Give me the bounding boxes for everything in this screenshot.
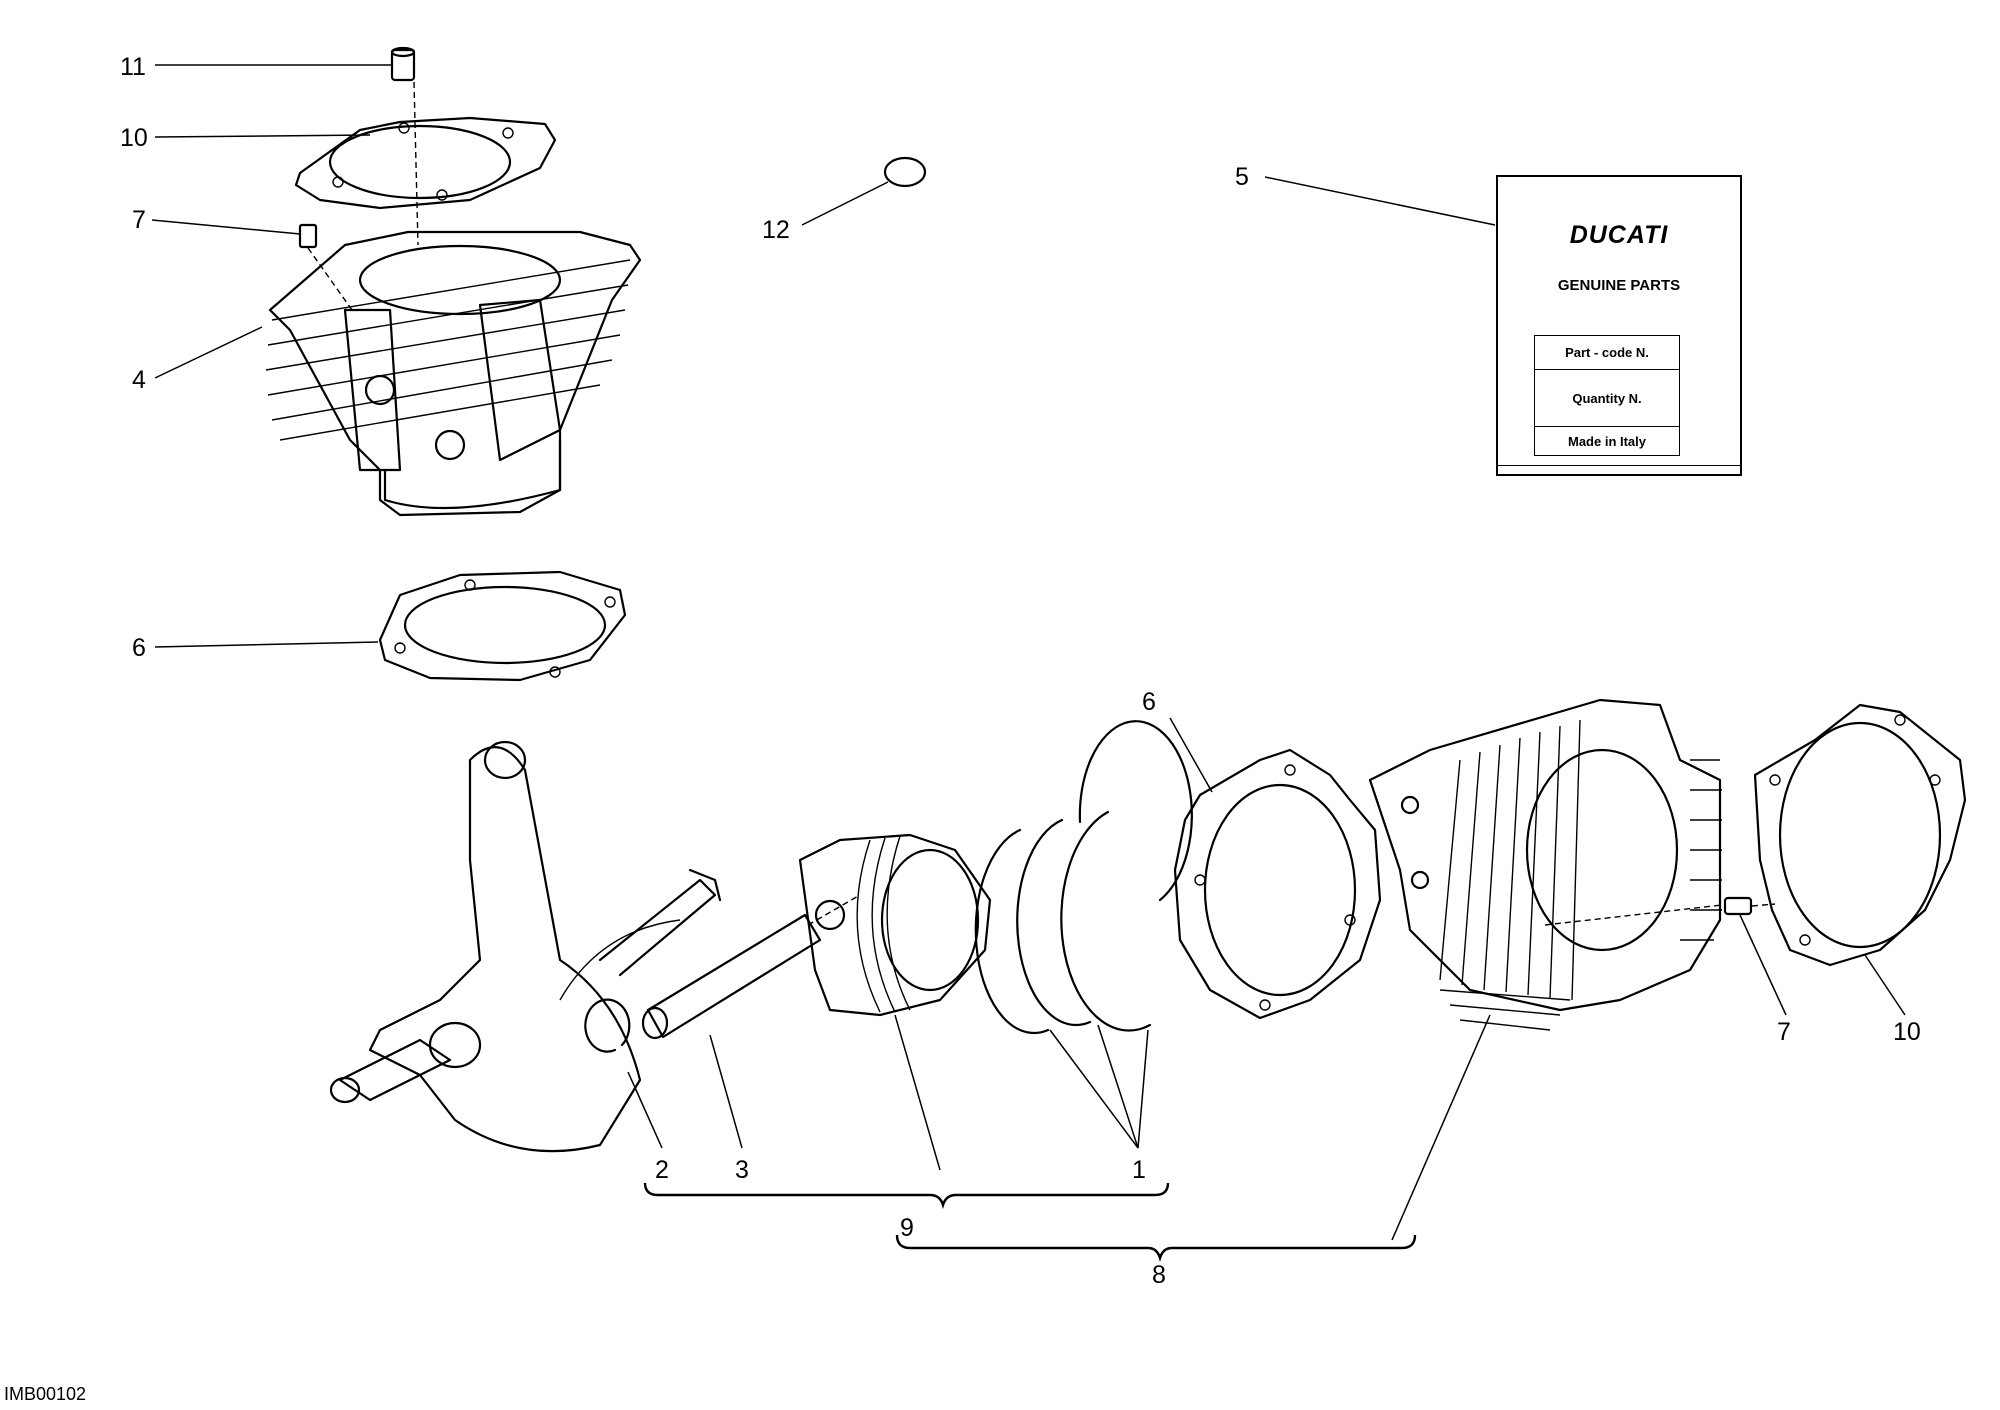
label-fields-table: Part - code N. Quantity N. Made in Italy [1534,335,1680,456]
base-gasket-bottom [1173,748,1382,1020]
dowel-pin-top [390,46,416,82]
callout-6-top: 6 [132,634,146,662]
callout-9: 9 [900,1214,914,1242]
piston-pin [641,913,822,1040]
callout-7-top: 7 [132,206,146,234]
dowel-pin-left [298,223,318,249]
piston-rings [974,720,1193,1035]
genuine-parts-label: DUCATI GENUINE PARTS Part - code N. Quan… [1496,175,1742,476]
head-gasket-right [1753,703,1967,967]
piston [798,833,992,1017]
callout-10-top: 10 [120,124,148,152]
callout-1: 1 [1132,1156,1146,1184]
callout-3: 3 [735,1156,749,1184]
kit-brace-9 [643,1182,1170,1210]
brand-logo: DUCATI [1569,221,1669,249]
leader-lines [151,64,1906,1241]
label-bottom-rule [1498,465,1740,466]
base-gasket-top [378,570,627,682]
circlip [584,998,631,1053]
kit-brace-8 [895,1234,1417,1263]
head-gasket-top [294,116,557,210]
plug-cap [883,156,927,188]
callout-5: 5 [1235,163,1249,191]
callout-10-bottom: 10 [1893,1018,1921,1046]
part-code-field: Part - code N. [1534,335,1680,370]
callout-2: 2 [655,1156,669,1184]
callout-11: 11 [120,53,146,81]
callout-labels: 11 10 7 4 6 12 5 6 7 10 2 3 1 9 8 [120,53,1921,1289]
callout-12: 12 [762,216,790,244]
origin-field: Made in Italy [1534,426,1680,456]
callout-8: 8 [1152,1261,1166,1289]
callout-7-bottom: 7 [1777,1018,1791,1046]
quantity-field: Quantity N. [1534,369,1680,427]
cylinder-horizontal [1368,698,1722,1031]
genuine-parts-title: GENUINE PARTS [1557,277,1681,294]
crankshaft [329,740,722,1153]
dowel-pin-right [1723,896,1753,916]
image-id: IMB00102 [4,1384,87,1404]
callout-6-bottom: 6 [1142,688,1156,716]
callout-4: 4 [132,366,146,394]
cylinder-vertical [265,230,642,517]
